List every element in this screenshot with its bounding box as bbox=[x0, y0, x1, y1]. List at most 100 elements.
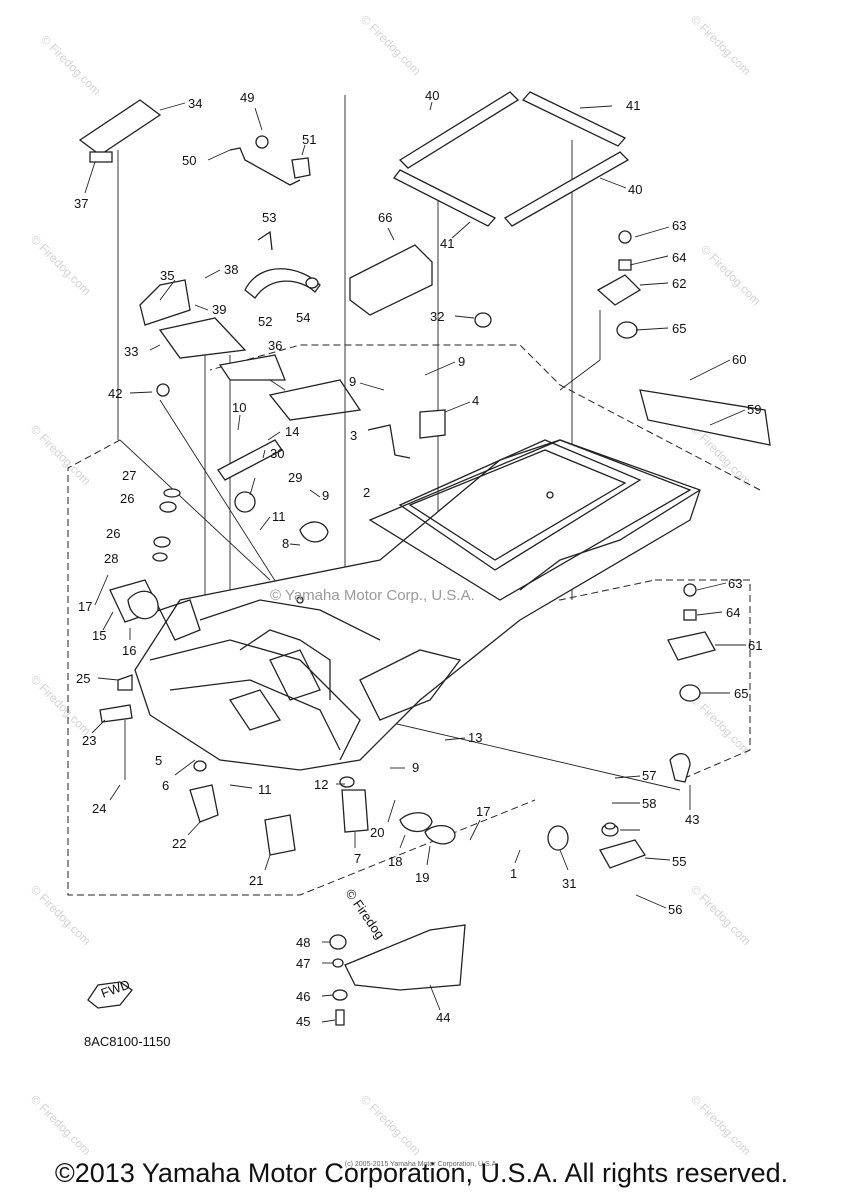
callout-63a: 63 bbox=[672, 218, 686, 233]
watermark: © Firedog.com bbox=[688, 692, 754, 758]
part-3 bbox=[367, 424, 411, 459]
callout-36: 36 bbox=[268, 338, 282, 353]
part-45 bbox=[335, 1009, 345, 1026]
callout-38: 38 bbox=[224, 262, 238, 277]
callout-29: 29 bbox=[288, 470, 302, 485]
callout-23: 23 bbox=[82, 733, 96, 748]
callout-63b: 63 bbox=[728, 576, 742, 591]
part-46 bbox=[332, 989, 348, 1001]
callout-64b: 64 bbox=[726, 605, 740, 620]
callout-62: 62 bbox=[672, 276, 686, 291]
callout-labels: 1 2 3 4 5 6 7 8 9 9 9 9 10 11 11 12 13 1… bbox=[74, 88, 762, 1029]
watermark: © Firedog.com bbox=[38, 32, 104, 98]
frame-assembly bbox=[134, 439, 701, 771]
part-8 bbox=[299, 521, 329, 543]
part-54 bbox=[305, 277, 319, 289]
callout-65b: 65 bbox=[734, 686, 748, 701]
part-21 bbox=[264, 814, 296, 856]
callout-22: 22 bbox=[172, 836, 186, 851]
callout-17a: 17 bbox=[78, 599, 92, 614]
callout-2: 2 bbox=[363, 485, 370, 500]
part-22 bbox=[189, 784, 219, 823]
callout-40a: 40 bbox=[425, 88, 439, 103]
callout-59: 59 bbox=[747, 402, 761, 417]
callout-64a: 64 bbox=[672, 250, 686, 265]
seat-pads bbox=[393, 91, 630, 227]
callout-31: 31 bbox=[562, 876, 576, 891]
part-7 bbox=[341, 789, 369, 833]
part-53 bbox=[257, 230, 273, 251]
parts bbox=[78, 99, 771, 1026]
callout-51: 51 bbox=[302, 132, 316, 147]
part-62 bbox=[596, 274, 642, 306]
callout-26a: 26 bbox=[120, 491, 134, 506]
part-31 bbox=[547, 825, 569, 851]
watermark: © Firedog.com bbox=[358, 12, 424, 78]
callout-66: 66 bbox=[378, 210, 392, 225]
part-59 bbox=[639, 389, 771, 446]
callout-13: 13 bbox=[468, 730, 482, 745]
watermark: © Firedog.com bbox=[698, 242, 764, 308]
callout-7: 7 bbox=[354, 851, 361, 866]
callout-24: 24 bbox=[92, 801, 106, 816]
callout-6: 6 bbox=[162, 778, 169, 793]
callout-42: 42 bbox=[108, 386, 122, 401]
callout-46: 46 bbox=[296, 989, 310, 1004]
callout-21: 21 bbox=[249, 873, 263, 888]
callout-53: 53 bbox=[262, 210, 276, 225]
callout-12: 12 bbox=[314, 777, 328, 792]
callout-10: 10 bbox=[232, 400, 246, 415]
callout-3: 3 bbox=[350, 428, 357, 443]
part-48 bbox=[329, 934, 347, 950]
fwd-arrow: FWD bbox=[87, 977, 133, 1009]
part-29 bbox=[234, 491, 256, 513]
part-47 bbox=[332, 958, 344, 968]
callout-57: 57 bbox=[642, 768, 656, 783]
part-33 bbox=[158, 317, 247, 359]
part-37 bbox=[89, 151, 113, 163]
callout-40b: 40 bbox=[628, 182, 642, 197]
callout-1: 1 bbox=[510, 866, 517, 881]
callout-58: 58 bbox=[642, 796, 656, 811]
diagram-code: 8AC8100-1150 bbox=[84, 1034, 171, 1049]
part-19 bbox=[424, 825, 456, 845]
callout-5: 5 bbox=[155, 753, 162, 768]
callout-45: 45 bbox=[296, 1014, 310, 1029]
callout-27: 27 bbox=[122, 468, 136, 483]
part-14 bbox=[217, 439, 283, 481]
callout-20: 20 bbox=[370, 825, 384, 840]
part-49 bbox=[255, 135, 269, 149]
callout-4: 4 bbox=[472, 393, 479, 408]
part-61 bbox=[667, 631, 716, 661]
callout-47: 47 bbox=[296, 956, 310, 971]
callout-54: 54 bbox=[296, 310, 310, 325]
callout-32: 32 bbox=[430, 309, 444, 324]
part-50 bbox=[229, 147, 301, 186]
callout-55: 55 bbox=[672, 854, 686, 869]
part-43 bbox=[669, 753, 691, 783]
part-18 bbox=[399, 812, 433, 833]
part-34 bbox=[78, 99, 162, 156]
callout-9c: 9 bbox=[322, 488, 329, 503]
leader-lines bbox=[84, 101, 746, 1023]
callout-44: 44 bbox=[436, 1010, 450, 1025]
callout-43: 43 bbox=[685, 812, 699, 827]
callout-19: 19 bbox=[415, 870, 429, 885]
part-66 bbox=[349, 244, 433, 316]
callout-41b: 41 bbox=[440, 236, 454, 251]
small-copyright: (c) 2005-2015 Yamaha Motor Corporation, … bbox=[344, 1161, 499, 1168]
callout-17b: 17 bbox=[476, 804, 490, 819]
callout-41a: 41 bbox=[626, 98, 640, 113]
copyright-footer: ©2013 Yamaha Motor Corporation, U.S.A. A… bbox=[54, 1158, 789, 1188]
callout-35: 35 bbox=[160, 268, 174, 283]
callout-61: 61 bbox=[748, 638, 762, 653]
callout-37: 37 bbox=[74, 196, 88, 211]
part-51 bbox=[291, 157, 311, 179]
part-36 bbox=[218, 354, 286, 381]
callout-56: 56 bbox=[668, 902, 682, 917]
callout-33: 33 bbox=[124, 344, 138, 359]
part-52 bbox=[244, 268, 321, 299]
callout-9d: 9 bbox=[412, 760, 419, 775]
callout-60: 60 bbox=[732, 352, 746, 367]
